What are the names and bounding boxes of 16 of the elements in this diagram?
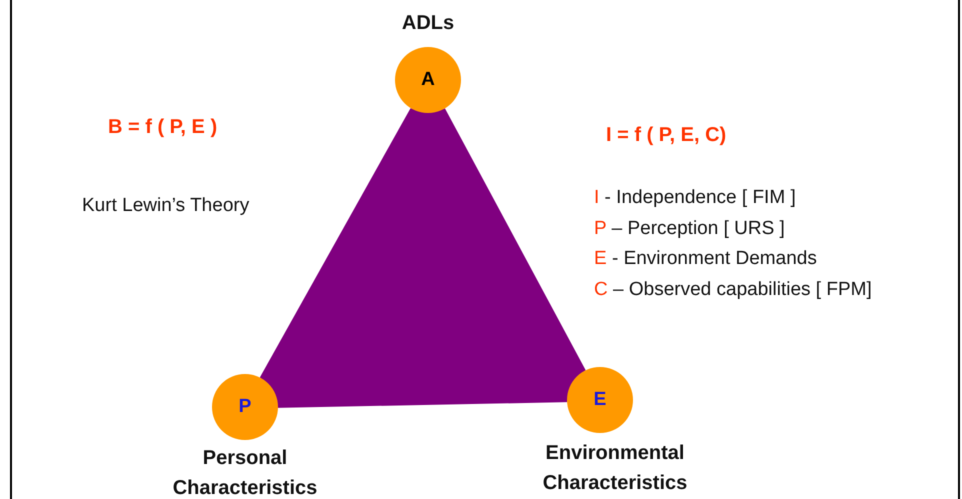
corner-circle: A <box>395 47 461 113</box>
triangle-side <box>442 108 586 372</box>
legend-entry: I - Independence [ FIM ] <box>594 187 796 209</box>
triangle-side <box>278 399 568 408</box>
legend-entry: E - Environment Demands <box>594 248 817 270</box>
corner-circle: E <box>567 367 633 433</box>
formula: I = f ( P, E, C) <box>606 124 726 147</box>
legend-entry: P – Perception [ URS ] <box>594 218 785 240</box>
triangle-side <box>260 108 414 379</box>
theory-label: Kurt Lewin’s Theory <box>82 195 250 217</box>
legend-entry: C – Observed capabilities [ FPM] <box>594 279 872 301</box>
formula: B = f ( P, E ) <box>108 116 218 139</box>
node-caption: ADLs <box>400 11 456 36</box>
corner-circle: P <box>212 374 278 440</box>
node-caption: Environmental Characteristics <box>542 441 688 496</box>
node-caption: Personal Characteristics <box>172 446 318 499</box>
